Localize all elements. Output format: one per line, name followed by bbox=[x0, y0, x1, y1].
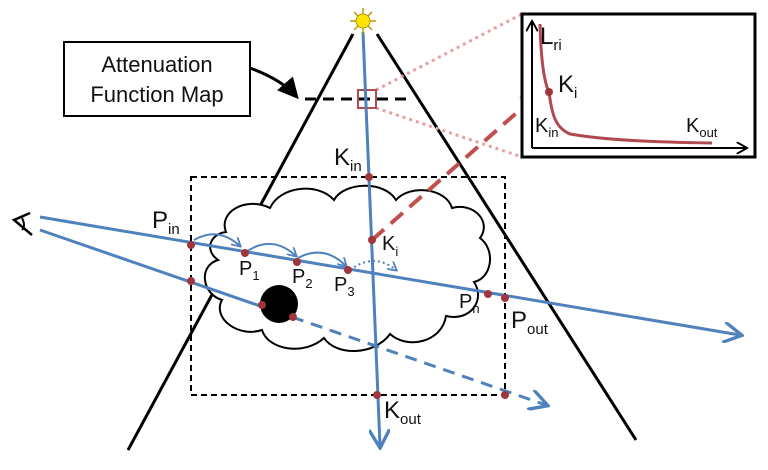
inset-label-k-in: Kin bbox=[535, 115, 558, 140]
map-callout-box bbox=[63, 41, 251, 117]
view-ray-main bbox=[39, 215, 740, 335]
step-arc-next bbox=[349, 260, 396, 270]
view-ray-second bbox=[39, 228, 293, 319]
label-p1: P1 bbox=[239, 258, 260, 283]
light-cone-right-edge bbox=[375, 33, 638, 441]
zoom-line-top bbox=[375, 12, 523, 92]
label-p-n: Pn bbox=[459, 291, 480, 316]
map-callout-line1: Attenuation bbox=[101, 52, 212, 77]
label-k-i: Ki bbox=[382, 233, 398, 259]
label-k-in: Kin bbox=[334, 144, 362, 175]
label-p3: P3 bbox=[334, 274, 355, 299]
map-callout-line2: Function Map bbox=[90, 82, 223, 107]
step-arc-1 bbox=[193, 233, 240, 246]
inset-label-k-out: Kout bbox=[686, 115, 718, 140]
callout-arrow bbox=[249, 66, 299, 100]
occluder bbox=[260, 285, 298, 323]
inset-y-label: Lri bbox=[540, 23, 562, 54]
point-p-n bbox=[484, 290, 492, 298]
point-p-in bbox=[187, 241, 195, 249]
point-k-out bbox=[373, 391, 381, 399]
label-k-out: Kout bbox=[384, 397, 422, 428]
point-k-in bbox=[365, 173, 373, 181]
inset-label-k-i: Ki bbox=[558, 71, 577, 102]
point-occluded-exit bbox=[501, 391, 509, 399]
point-second-ray-entry bbox=[187, 277, 195, 285]
point-k-i bbox=[368, 236, 376, 244]
label-p-out: Pout bbox=[511, 307, 549, 338]
point-p-out bbox=[501, 294, 509, 302]
zoom-line-bottom bbox=[375, 106, 523, 159]
point-p1 bbox=[241, 249, 249, 257]
point-occluder-back bbox=[289, 313, 297, 321]
cloud-bounding-box bbox=[190, 176, 506, 396]
sun-icon bbox=[350, 8, 376, 34]
inset-frame bbox=[520, 12, 757, 159]
view-ray-second-occluded bbox=[291, 315, 546, 405]
point-p3 bbox=[344, 266, 352, 274]
step-arc-2 bbox=[245, 243, 296, 256]
eye-icon bbox=[11, 211, 33, 236]
attenuation-inset: Lri Ki Kin Kout bbox=[520, 12, 757, 159]
lookup-arrow bbox=[370, 91, 542, 242]
inset-point-k-i bbox=[545, 88, 553, 96]
point-p2 bbox=[293, 258, 301, 266]
label-p-in: Pin bbox=[152, 207, 180, 238]
step-arc-3 bbox=[297, 251, 346, 266]
label-p2: P2 bbox=[292, 266, 313, 291]
inset-curve bbox=[538, 23, 713, 145]
point-occluder-front bbox=[258, 301, 266, 309]
